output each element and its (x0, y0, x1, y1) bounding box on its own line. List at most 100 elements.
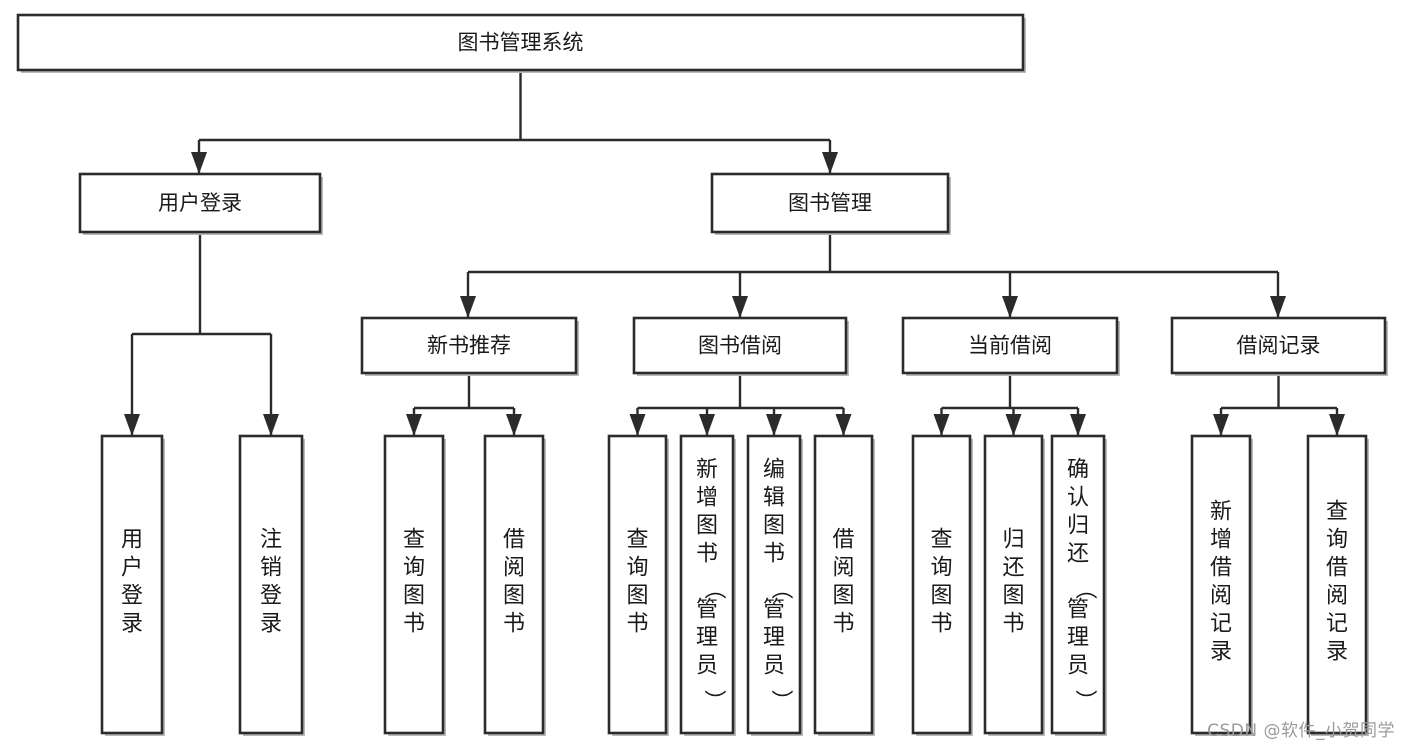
arrow-head-icon (1329, 414, 1345, 436)
glyph: 归 (1002, 528, 1024, 553)
glyph: 图 (832, 584, 854, 609)
glyph: 增 (696, 486, 718, 511)
node-level2-1[interactable] (710, 172, 950, 234)
root-label: 图书管理系统 (458, 31, 584, 55)
node-leaf-4[interactable] (607, 434, 668, 735)
glyph: 书 (503, 612, 525, 637)
arrow-head-icon (263, 414, 279, 436)
glyph: 查 (403, 528, 425, 553)
glyph: 员 (696, 654, 718, 679)
glyph: 认 (1067, 486, 1089, 511)
glyph: 书 (1002, 612, 1024, 637)
arrow-head-icon (822, 152, 838, 174)
glyph: 书 (832, 612, 854, 637)
node-leaf-11[interactable] (1190, 434, 1252, 735)
glyph: 书 (403, 612, 425, 637)
node-leaf-12[interactable] (1306, 434, 1368, 735)
glyph: 询 (930, 556, 952, 581)
glyph: 记 (1326, 612, 1348, 637)
node-layer (16, 13, 1388, 736)
glyph: 图 (763, 514, 785, 539)
glyph: （ (1072, 577, 1097, 599)
glyph: 图 (626, 584, 648, 609)
node-level2-0[interactable] (78, 172, 322, 234)
glyph: 图 (1002, 584, 1024, 609)
glyph: 书 (763, 542, 785, 567)
node-level3-2[interactable] (901, 316, 1119, 375)
glyph: 确 (1067, 458, 1089, 483)
glyph: 注 (260, 528, 282, 553)
level3-label-3: 借阅记录 (1237, 334, 1321, 358)
glyph: 户 (121, 556, 143, 581)
glyph: ） (1072, 689, 1097, 711)
glyph: 员 (763, 654, 785, 679)
glyph: ） (768, 689, 793, 711)
arrow-head-icon (124, 414, 140, 436)
node-leaf-10[interactable] (1050, 434, 1106, 735)
glyph: 理 (696, 626, 718, 651)
level2-label-1: 图书管理 (788, 191, 872, 215)
arrow-head-icon (835, 414, 852, 436)
glyph: 书 (930, 612, 952, 637)
node-level3-3[interactable] (1170, 316, 1387, 375)
node-leaf-9[interactable] (983, 434, 1044, 735)
glyph: 销 (260, 556, 282, 581)
glyph: 登 (260, 584, 282, 609)
glyph: 录 (1326, 640, 1348, 665)
glyph: 还 (1002, 556, 1024, 581)
glyph: 查 (930, 528, 952, 553)
glyph: ） (701, 689, 726, 711)
arrow-head-icon (732, 296, 748, 318)
glyph: 借 (1210, 556, 1232, 581)
node-leaf-1[interactable] (238, 434, 304, 735)
node-root[interactable] (16, 13, 1025, 72)
node-leaf-0[interactable] (100, 434, 164, 735)
node-leaf-6[interactable] (746, 434, 802, 735)
glyph: 查 (626, 528, 648, 553)
glyph: 图 (503, 584, 525, 609)
glyph: （ (768, 577, 793, 599)
glyph: （ (701, 577, 726, 599)
glyph: 编 (763, 458, 785, 483)
glyph: 书 (626, 612, 648, 637)
node-leaf-7[interactable] (813, 434, 874, 735)
label-layer: 图书管理系统用户登录图书管理新书推荐图书借阅当前借阅借阅记录用户登录注销登录查询… (121, 31, 1348, 712)
node-leaf-8[interactable] (911, 434, 972, 735)
glyph: 图 (403, 584, 425, 609)
arrow-head-icon (1005, 414, 1022, 436)
glyph: 辑 (763, 486, 785, 511)
node-leaf-2[interactable] (383, 434, 445, 735)
node-leaf-3[interactable] (483, 434, 545, 735)
glyph: 书 (696, 542, 718, 567)
arrow-head-icon (1070, 414, 1086, 436)
glyph: 录 (121, 612, 143, 637)
arrow-head-icon (1002, 296, 1018, 318)
glyph: 借 (832, 528, 854, 553)
glyph: 管 (696, 598, 718, 623)
glyph: 用 (121, 528, 143, 553)
level2-label-0: 用户登录 (158, 191, 242, 215)
edge-layer (124, 70, 1345, 436)
node-level3-0[interactable] (360, 316, 578, 375)
node-leaf-5[interactable] (679, 434, 735, 735)
glyph: 录 (260, 612, 282, 637)
glyph: 图 (930, 584, 952, 609)
glyph: 理 (763, 626, 785, 651)
level3-label-1: 图书借阅 (698, 334, 782, 358)
arrow-head-icon (191, 152, 207, 174)
glyph: 借 (1326, 556, 1348, 581)
node-level3-1[interactable] (632, 316, 848, 375)
glyph: 记 (1210, 612, 1232, 637)
